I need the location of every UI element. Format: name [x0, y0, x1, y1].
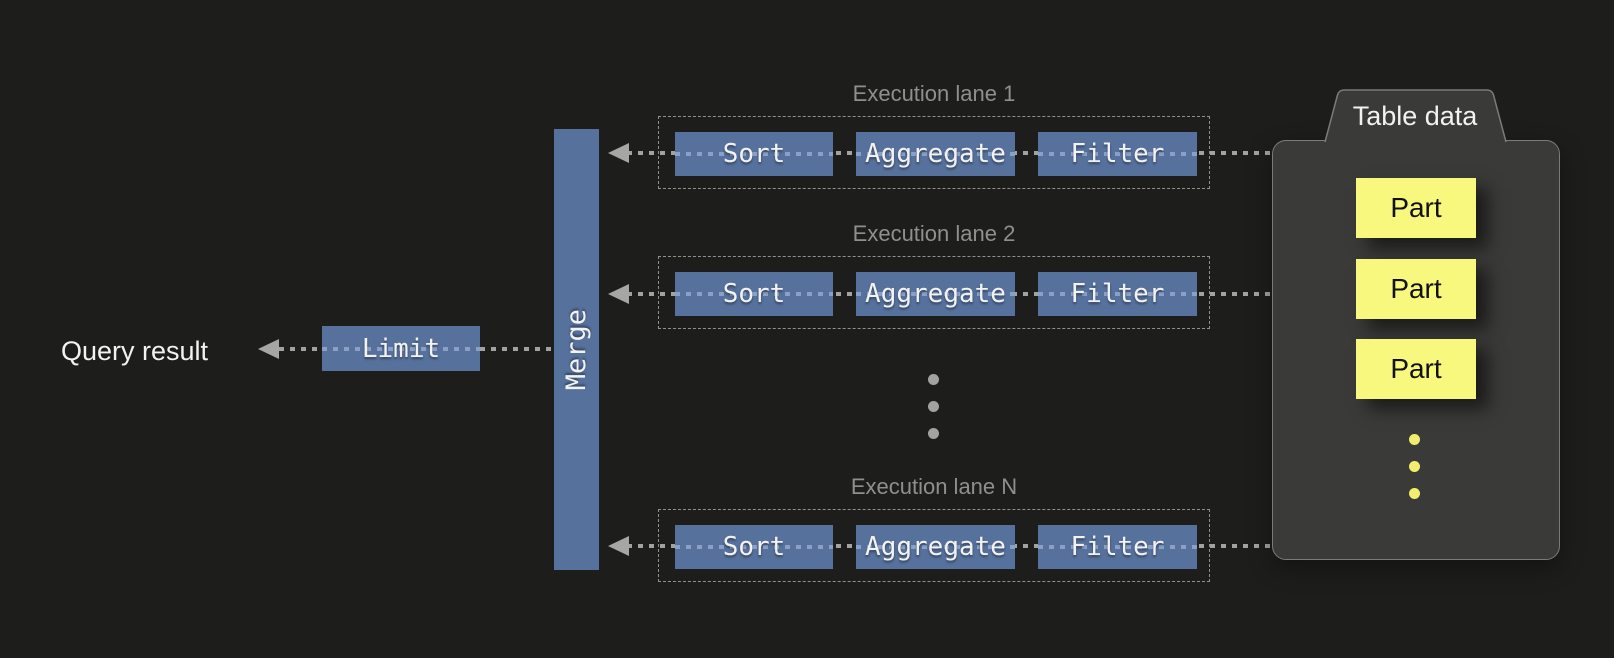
filter-operator: Filter [1038, 272, 1197, 316]
lane-2-label: Execution lane 2 [852, 221, 1016, 246]
parts-ellipsis-dots [1409, 434, 1420, 499]
operator-label: Sort [722, 139, 786, 169]
dotted-connector [1038, 545, 1197, 549]
part-box: Part [1356, 259, 1476, 319]
operator-label: Filter [1070, 279, 1165, 309]
sort-operator: Sort [675, 525, 833, 569]
dotted-connector [480, 347, 554, 351]
part-box: Part [1356, 339, 1476, 399]
query-result-label: Query result [61, 336, 209, 366]
dotted-connector [279, 347, 322, 351]
dotted-connector [675, 292, 833, 296]
sort-operator: Sort [675, 272, 833, 316]
part-label: Part [1390, 273, 1442, 304]
aggregate-operator: Aggregate [856, 525, 1015, 569]
dotted-connector [675, 152, 833, 156]
operator-label: Sort [722, 279, 786, 309]
aggregate-operator: Aggregate [856, 272, 1015, 316]
table-data-title: Table data [1352, 101, 1478, 131]
lane-n-label: Execution lane N [850, 474, 1018, 499]
dotted-connector [322, 347, 480, 351]
dotted-connector [856, 545, 1015, 549]
limit-node-label: Limit [361, 333, 441, 364]
dotted-connector [675, 545, 833, 549]
part-label: Part [1390, 353, 1442, 384]
dotted-connector [856, 292, 1015, 296]
sort-operator: Sort [675, 132, 833, 176]
dotted-connector [856, 152, 1015, 156]
dotted-connector [1038, 152, 1197, 156]
operator-label: Aggregate [865, 532, 1006, 562]
merge-node: Merge [554, 129, 599, 570]
operator-label: Sort [722, 532, 786, 562]
merge-node-label: Merge [561, 308, 592, 391]
part-box: Part [1356, 178, 1476, 238]
execution-lane-2: Sort Aggregate Filter [658, 256, 1210, 329]
execution-lane-n: Sort Aggregate Filter [658, 509, 1210, 582]
operator-label: Aggregate [865, 139, 1006, 169]
operator-label: Filter [1070, 532, 1165, 562]
dotted-connector [1038, 292, 1197, 296]
filter-operator: Filter [1038, 525, 1197, 569]
arrow-left-icon [608, 284, 629, 304]
limit-node: Limit [322, 326, 480, 371]
arrow-left-icon [608, 536, 629, 556]
operator-label: Filter [1070, 139, 1165, 169]
lanes-ellipsis-dots [928, 374, 939, 439]
arrow-left-icon [258, 339, 279, 359]
arrow-left-icon [608, 143, 629, 163]
execution-lane-1: Sort Aggregate Filter [658, 116, 1210, 189]
part-label: Part [1390, 192, 1442, 223]
filter-operator: Filter [1038, 132, 1197, 176]
table-data-tab [1324, 89, 1507, 144]
operator-label: Aggregate [865, 279, 1006, 309]
lane-1-label: Execution lane 1 [852, 81, 1016, 106]
aggregate-operator: Aggregate [856, 132, 1015, 176]
